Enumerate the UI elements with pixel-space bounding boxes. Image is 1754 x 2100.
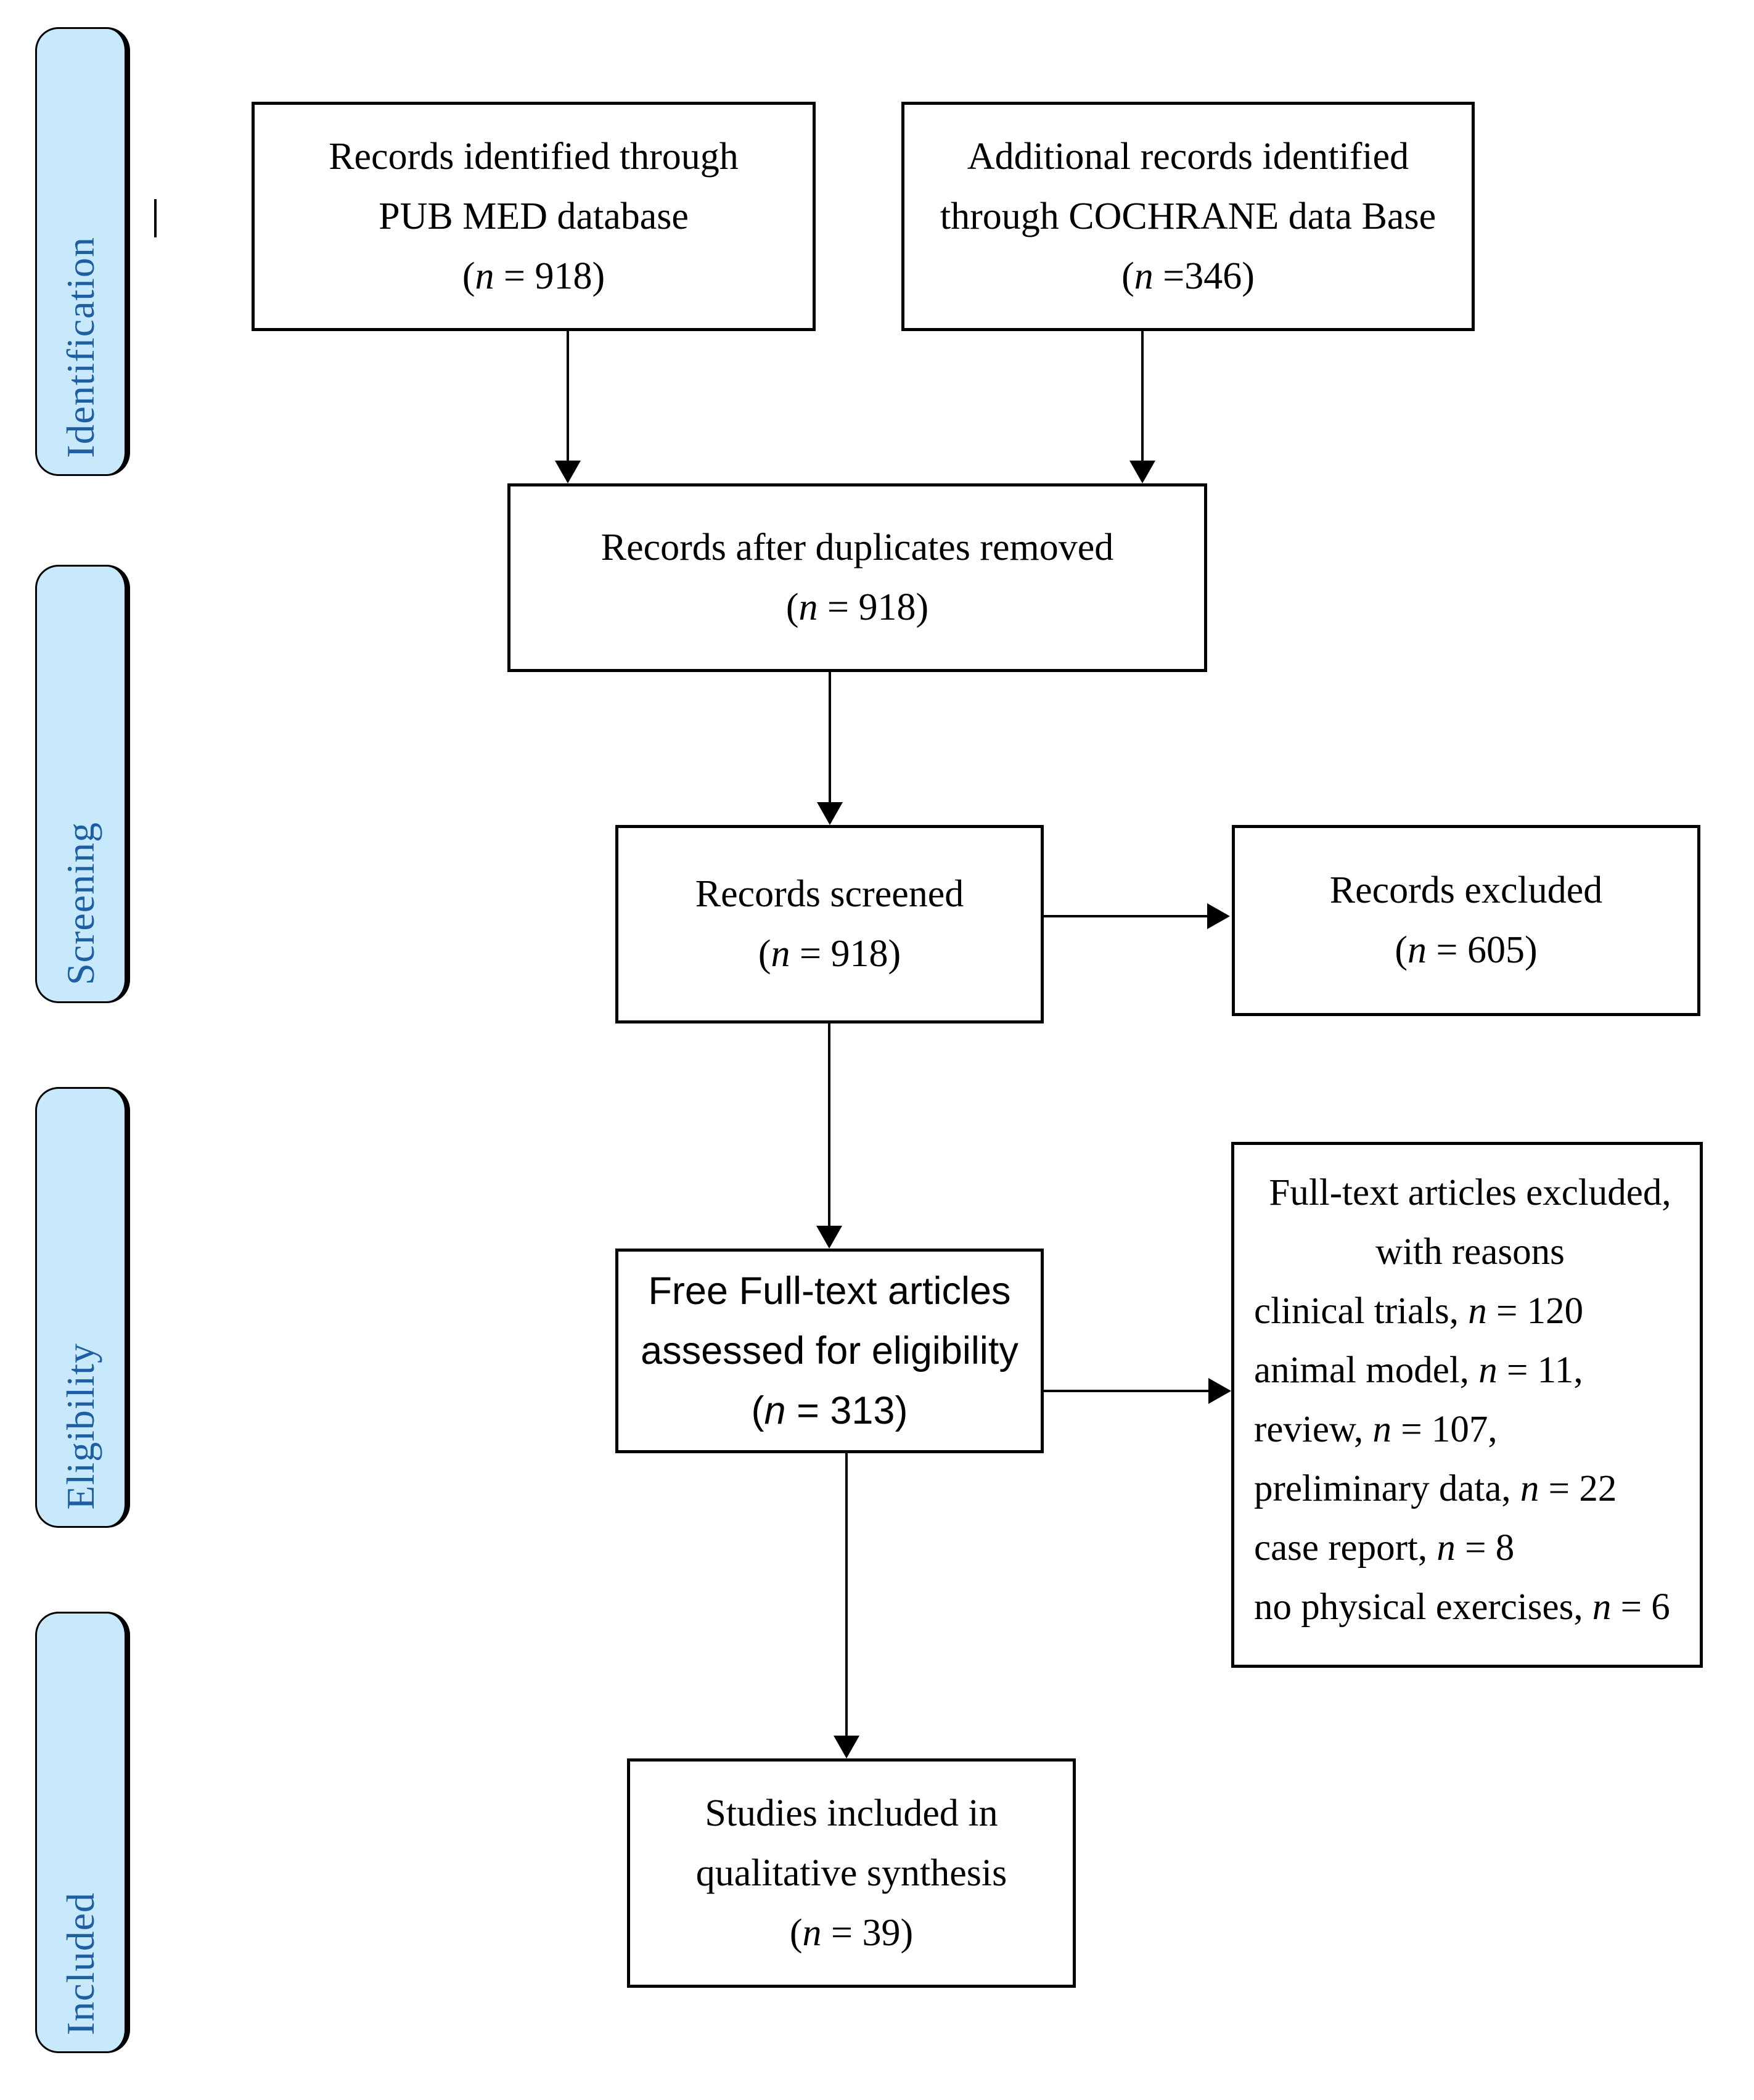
- exclusion-reason: animal model, n = 11,: [1254, 1350, 1583, 1391]
- stage-rail-screening: Screening: [35, 565, 130, 1003]
- box-fulltext-assessed: Free Full-text articles assessed for eli…: [615, 1249, 1044, 1453]
- arrowhead-down-icon: [834, 1736, 859, 1758]
- box-line: (n = 313): [751, 1388, 908, 1432]
- arrowhead-down-icon: [1129, 461, 1155, 483]
- arrow-fulltext-to-included: [845, 1453, 848, 1738]
- stage-label-included: Included: [59, 1892, 102, 2035]
- arrow-screened-to-fulltext: [828, 1023, 830, 1228]
- box-line: Records screened: [695, 873, 964, 915]
- box-fulltext-excluded-reasons: Full-text articles excluded, with reason…: [1231, 1142, 1703, 1668]
- box-line: qualitative synthesis: [695, 1852, 1007, 1894]
- box-records-after-duplicates: Records after duplicates removed (n = 91…: [507, 483, 1207, 672]
- box-additional-records-cochrane: Additional records identified through CO…: [901, 102, 1475, 331]
- stage-rail-identification: Identification: [35, 27, 130, 476]
- arrowhead-down-icon: [816, 1226, 842, 1249]
- box-line: assessed for eligibility: [641, 1329, 1018, 1372]
- box-line: (n =346): [1121, 255, 1255, 297]
- box-line: through COCHRANE data Base: [940, 195, 1436, 237]
- arrowhead-down-icon: [555, 461, 581, 483]
- box-line: (n = 918): [758, 933, 901, 975]
- arrowhead-right-icon: [1208, 1378, 1231, 1404]
- box-records-identified-pubmed: Records identified through PUB MED datab…: [252, 102, 816, 331]
- arrow-dedup-to-screened: [829, 672, 831, 805]
- box-line: (n = 39): [789, 1911, 914, 1954]
- stray-tick-mark: [154, 199, 157, 237]
- box-line: Records after duplicates removed: [600, 527, 1114, 568]
- box-records-screened: Records screened (n = 918): [615, 825, 1044, 1023]
- stage-rail-eligibility: Eligibility: [35, 1087, 130, 1528]
- box-line: Studies included in: [705, 1792, 998, 1834]
- exclusion-reason: review, n = 107,: [1254, 1409, 1498, 1450]
- arrowhead-right-icon: [1207, 903, 1230, 929]
- box-line: Records excluded: [1329, 869, 1603, 911]
- arrow-screened-to-excluded: [1044, 915, 1210, 917]
- arrowhead-down-icon: [817, 802, 843, 825]
- exclusion-reason: preliminary data, n = 22: [1254, 1468, 1617, 1509]
- box-records-excluded: Records excluded (n = 605): [1232, 825, 1700, 1016]
- stage-rail-included: Included: [35, 1612, 130, 2053]
- exclusion-reason: clinical trials, n = 120: [1254, 1290, 1584, 1332]
- arrow-cochrane-to-dedup: [1141, 331, 1144, 464]
- box-studies-included: Studies included in qualitative synthesi…: [627, 1758, 1076, 1988]
- box-line: Additional records identified: [967, 135, 1409, 178]
- stage-label-identification: Identification: [59, 237, 102, 458]
- stage-label-screening: Screening: [59, 822, 102, 985]
- box-line: (n = 918): [785, 586, 929, 628]
- box-line: PUB MED database: [379, 195, 689, 237]
- arrow-fulltext-to-reasons: [1044, 1390, 1211, 1392]
- exclusion-reason: no physical exercises, n = 6: [1254, 1586, 1670, 1628]
- box-line: (n = 605): [1395, 929, 1538, 971]
- box-line: with reasons: [1375, 1231, 1565, 1273]
- box-line: Records identified through: [329, 135, 739, 178]
- box-line: (n = 918): [462, 255, 605, 297]
- box-line: Free Full-text articles: [648, 1269, 1011, 1313]
- box-line: Full-text articles excluded,: [1269, 1172, 1671, 1213]
- stage-label-eligibility: Eligibility: [59, 1343, 102, 1510]
- arrow-pubmed-to-dedup: [567, 331, 569, 464]
- exclusion-reason: case report, n = 8: [1254, 1527, 1515, 1569]
